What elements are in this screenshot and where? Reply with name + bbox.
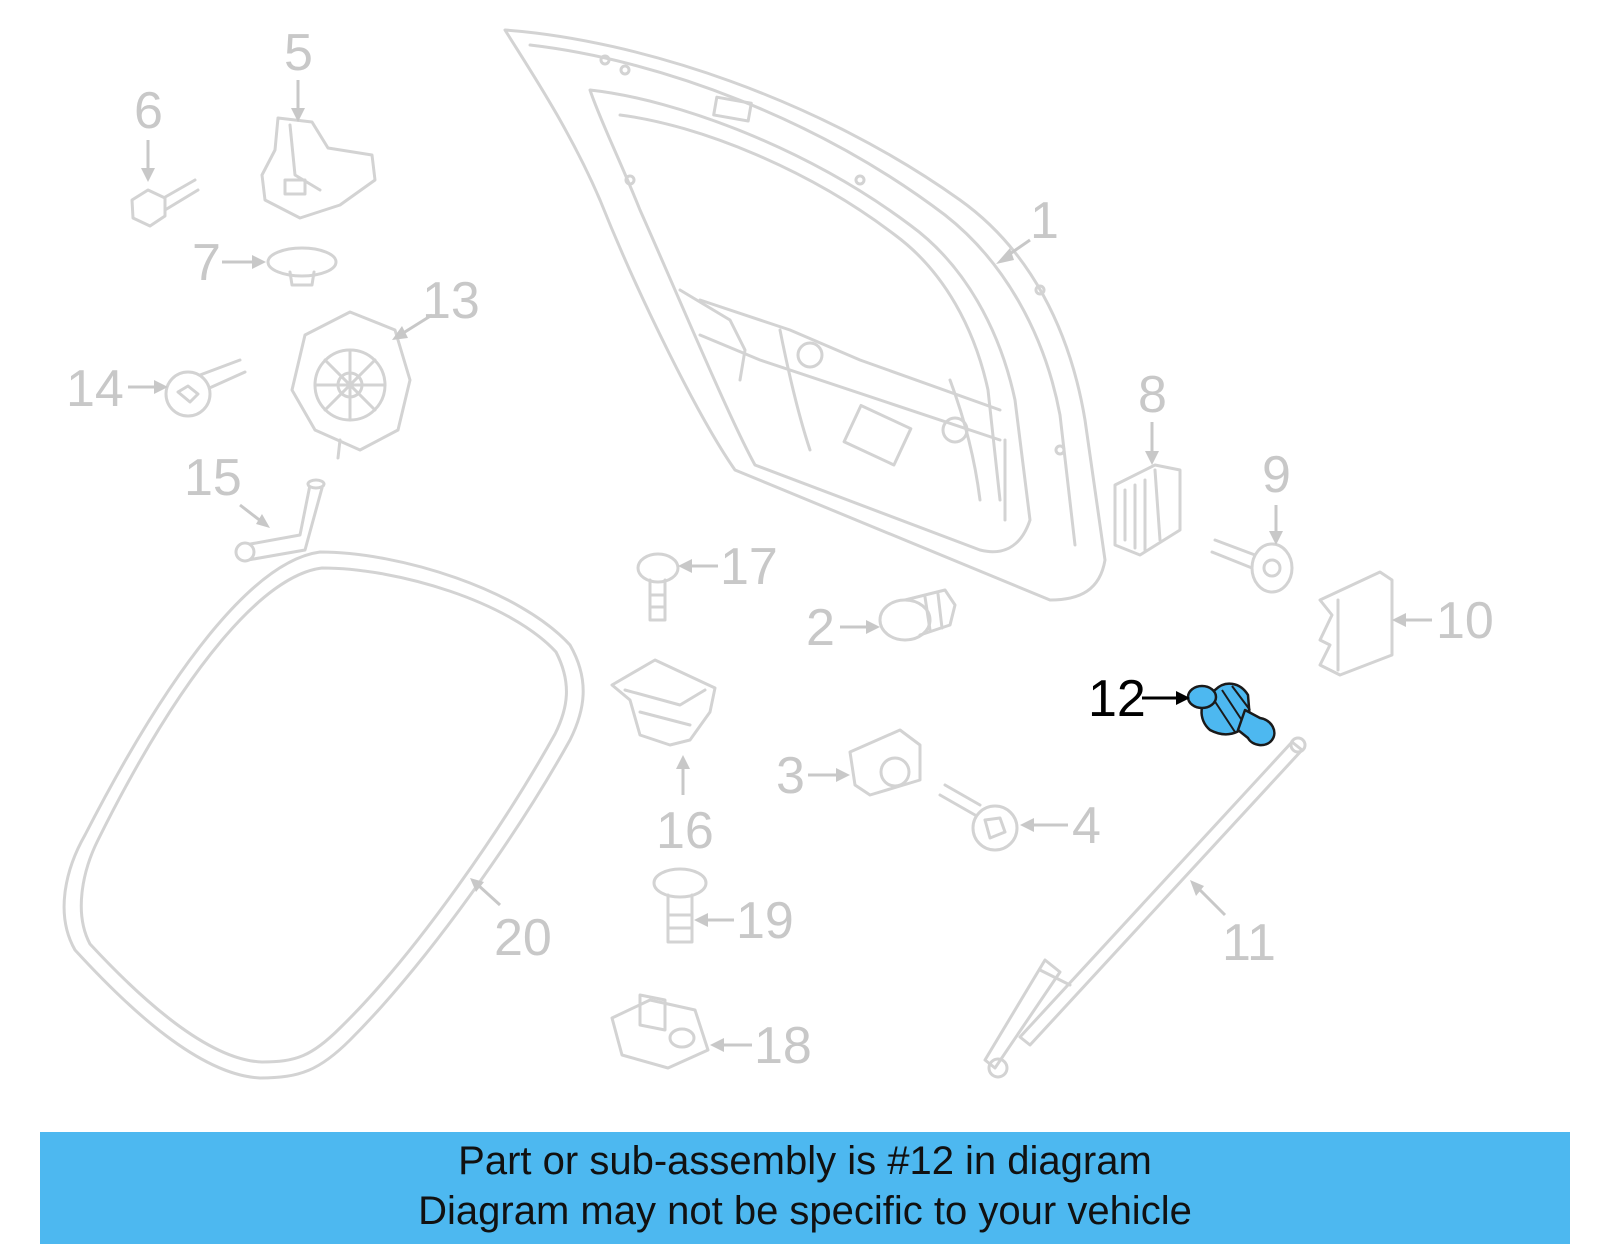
- callout-17: 17: [678, 538, 778, 596]
- callout-18-label: 18: [754, 1017, 812, 1075]
- callout-5: 5: [284, 24, 313, 122]
- callout-19: 19: [694, 892, 794, 950]
- callout-15: 15: [184, 449, 270, 528]
- callout-13: 13: [392, 272, 480, 340]
- callout-14-label: 14: [66, 360, 124, 418]
- part-12-ball-stud: [1186, 682, 1276, 747]
- callout-16-label: 16: [656, 802, 714, 860]
- callout-11-label: 11: [1222, 914, 1276, 972]
- part-13-motor: [290, 310, 412, 460]
- part-8-lock: [1113, 463, 1182, 557]
- callout-9-label: 9: [1262, 446, 1291, 504]
- callout-10: 10: [1392, 592, 1494, 650]
- part-1-liftgate: [503, 28, 1107, 602]
- part-7-grommet: [266, 246, 338, 287]
- info-banner: Part or sub-assembly is #12 in diagram D…: [40, 1132, 1570, 1244]
- part-10-cover: [1318, 570, 1394, 677]
- banner-disclaimer: Diagram may not be specific to your vehi…: [418, 1189, 1192, 1233]
- part-2-ball-stud: [878, 588, 957, 642]
- callout-13-label: 13: [422, 272, 480, 330]
- callout-4-label: 4: [1072, 797, 1101, 855]
- callout-12-label: 12: [1088, 670, 1146, 728]
- part-16-latch: [610, 658, 717, 747]
- callout-19-label: 19: [736, 892, 794, 950]
- callout-18: 18: [710, 1017, 812, 1075]
- part-14-screw: [164, 358, 247, 418]
- callout-11: 11: [1190, 880, 1276, 972]
- callout-8: 8: [1138, 366, 1167, 465]
- callout-7: 7: [192, 234, 266, 292]
- part-19-bolt: [652, 867, 708, 944]
- callout-15-label: 15: [184, 449, 242, 507]
- callout-5-label: 5: [284, 24, 313, 82]
- callout-8-label: 8: [1138, 366, 1167, 424]
- callout-17-label: 17: [720, 538, 778, 596]
- callout-1: 1: [996, 192, 1059, 264]
- callout-3: 3: [776, 747, 850, 805]
- part-11-gas-strut: [983, 736, 1307, 1079]
- callout-12: 12: [1088, 670, 1190, 728]
- callout-14: 14: [66, 360, 168, 418]
- part-6-bolt: [130, 178, 200, 228]
- part-20-weatherstrip: [62, 550, 585, 1080]
- callout-3-label: 3: [776, 747, 805, 805]
- callout-6-label: 6: [134, 82, 163, 140]
- callout-10-label: 10: [1436, 592, 1494, 650]
- callout-2-label: 2: [806, 599, 835, 657]
- callout-6: 6: [134, 82, 163, 182]
- callout-20-label: 20: [494, 909, 552, 967]
- part-15-hose: [234, 478, 326, 563]
- callout-7-label: 7: [192, 234, 221, 292]
- part-3-bumper: [848, 728, 922, 797]
- callout-9: 9: [1262, 446, 1291, 545]
- part-5-hinge: [260, 116, 377, 220]
- callout-2: 2: [806, 599, 880, 657]
- callout-20: 20: [470, 878, 552, 967]
- part-9-bolt: [1210, 538, 1294, 594]
- part-17-bolt: [636, 552, 680, 622]
- part-4-bolt: [938, 783, 1019, 852]
- callout-1-label: 1: [1030, 192, 1059, 250]
- banner-part-notice: Part or sub-assembly is #12 in diagram: [458, 1139, 1152, 1183]
- callout-4: 4: [1020, 797, 1101, 855]
- callout-16: 16: [656, 755, 714, 860]
- part-18-striker: [610, 993, 710, 1070]
